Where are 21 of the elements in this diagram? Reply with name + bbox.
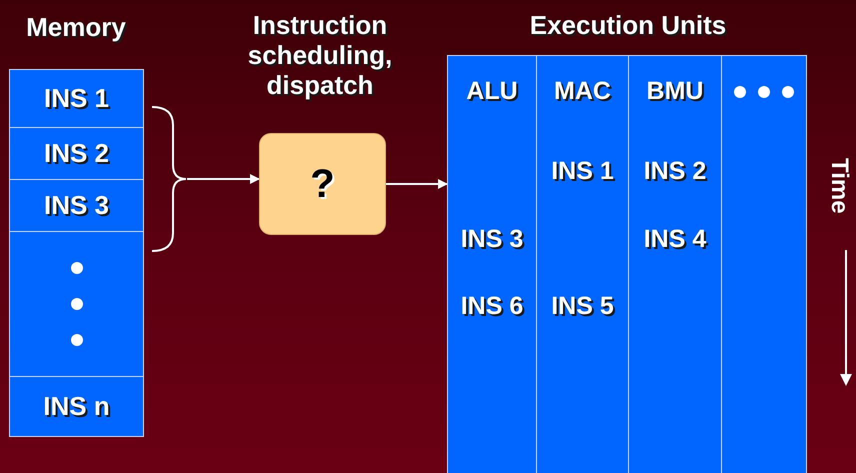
- instruction-label: INS 1: [550, 156, 615, 186]
- instruction-label: INS 2: [44, 138, 110, 169]
- stage-heading: Instruction scheduling, dispatch: [246, 10, 394, 100]
- instruction-label: INS 6: [460, 291, 524, 321]
- axis-label: Time: [826, 158, 852, 214]
- unit-name: BMU: [646, 76, 704, 106]
- instruction-label: INS 1: [44, 83, 110, 114]
- instruction-label: INS 3: [460, 224, 524, 254]
- question-mark: ?: [310, 162, 335, 206]
- unit-name: ALU: [465, 76, 519, 106]
- curly-brace: [150, 105, 187, 253]
- instruction-label: INS 3: [44, 190, 110, 221]
- instruction-label: INS 4: [642, 224, 708, 254]
- column-heading: Memory: [25, 12, 127, 42]
- arrow: [187, 174, 260, 184]
- arrow: [386, 179, 448, 189]
- column-heading: Execution Units: [528, 10, 728, 40]
- instruction-label: INS 2: [642, 156, 708, 186]
- unit-name: MAC: [553, 76, 612, 106]
- instruction-label: INS 5: [550, 291, 615, 321]
- instruction-label: INS n: [43, 391, 110, 422]
